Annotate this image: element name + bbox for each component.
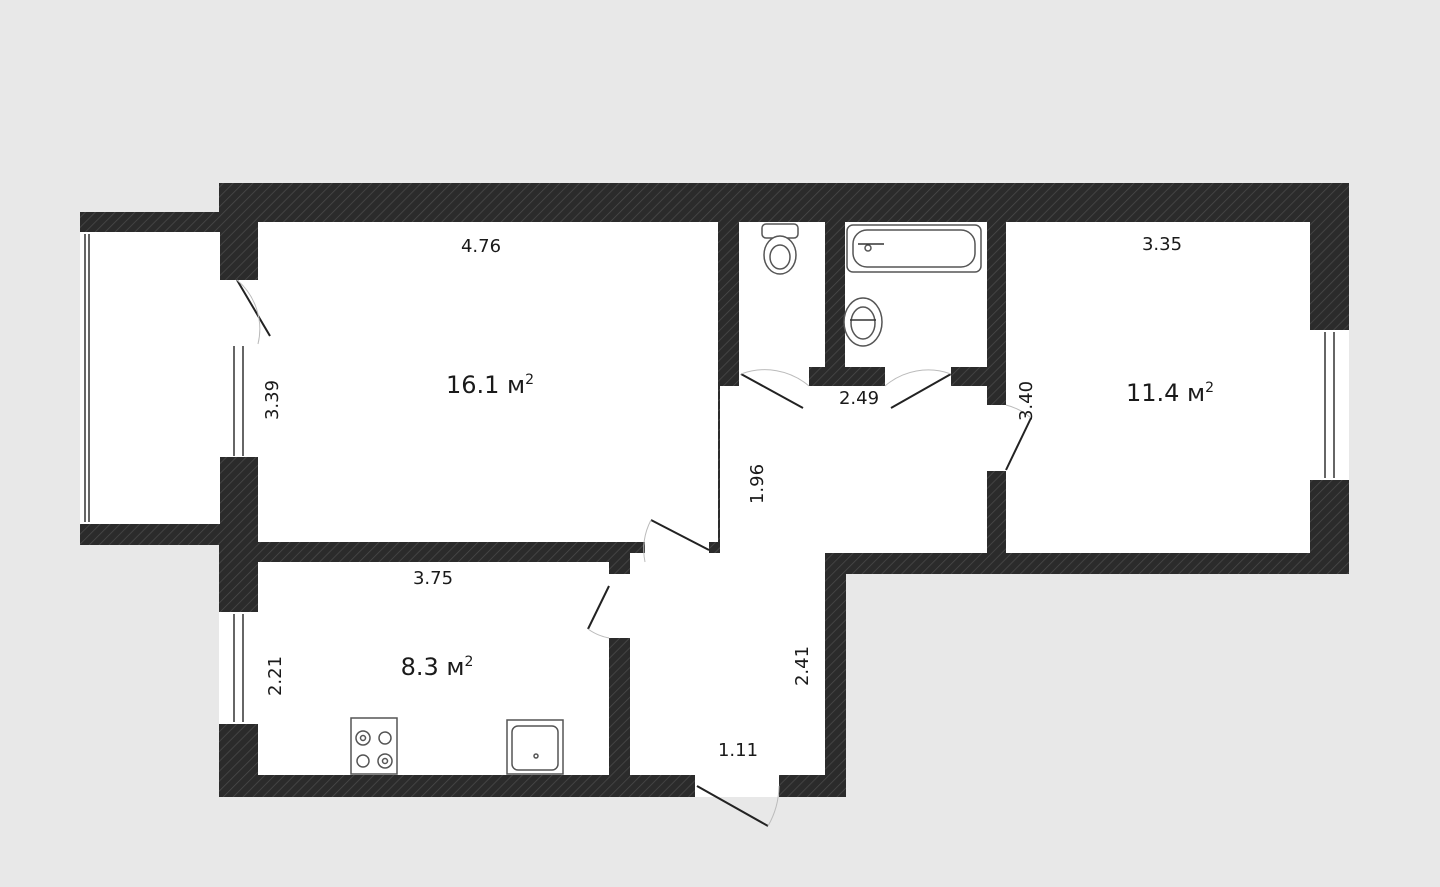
kitchen-door — [587, 585, 610, 630]
entrance-width-label: 1.11 — [718, 740, 758, 761]
living-door — [650, 519, 710, 551]
bathtub-icon — [846, 224, 982, 273]
bedroom-width-label: 3.35 — [1142, 234, 1182, 255]
bath-door-opening — [885, 367, 951, 387]
living-height-label: 3.39 — [262, 380, 283, 420]
doors — [236, 279, 1032, 827]
bedroom-door — [1005, 417, 1032, 471]
hall-height-label: 1.96 — [747, 464, 768, 504]
bedroom — [1006, 222, 1310, 553]
hall-width-label: 2.49 — [839, 388, 879, 409]
kitchen-area-label: 8.3 м2 — [401, 653, 474, 681]
entry-door-opening — [695, 775, 779, 797]
stove-icon — [350, 717, 398, 775]
hall-doorway — [720, 386, 740, 554]
room-interiors — [92, 222, 1310, 775]
bedroom-door-opening — [987, 405, 1006, 471]
balcony-door — [236, 279, 271, 337]
living-window — [219, 344, 258, 457]
kitchen-sink-icon — [506, 719, 564, 775]
balcony-window — [80, 232, 92, 524]
living-door-opening — [645, 542, 709, 562]
bath-door — [890, 373, 952, 409]
entry-door — [696, 785, 769, 827]
window-glazing — [84, 234, 1335, 722]
kitchen-height-label: 2.21 — [265, 656, 286, 696]
balcony — [92, 232, 220, 524]
hallway — [739, 386, 987, 553]
living-area-label: 16.1 м2 — [446, 371, 534, 399]
balcony-door-opening — [219, 280, 258, 344]
living-width-label: 4.76 — [461, 236, 501, 257]
bedroom-area-label: 11.4 м2 — [1126, 379, 1214, 407]
entrance-height-label: 2.41 — [792, 646, 813, 686]
kitchen-window — [219, 612, 258, 724]
living-room — [258, 222, 718, 542]
bedroom-height-label: 3.40 — [1016, 381, 1037, 421]
kitchen-door-opening — [609, 574, 630, 638]
bedroom-window — [1310, 330, 1349, 480]
toilet-door — [740, 373, 804, 409]
kitchen-width-label: 3.75 — [413, 568, 453, 589]
washbasin-icon — [843, 297, 883, 347]
toilet-icon — [761, 223, 799, 275]
entrance-corridor — [630, 553, 825, 775]
